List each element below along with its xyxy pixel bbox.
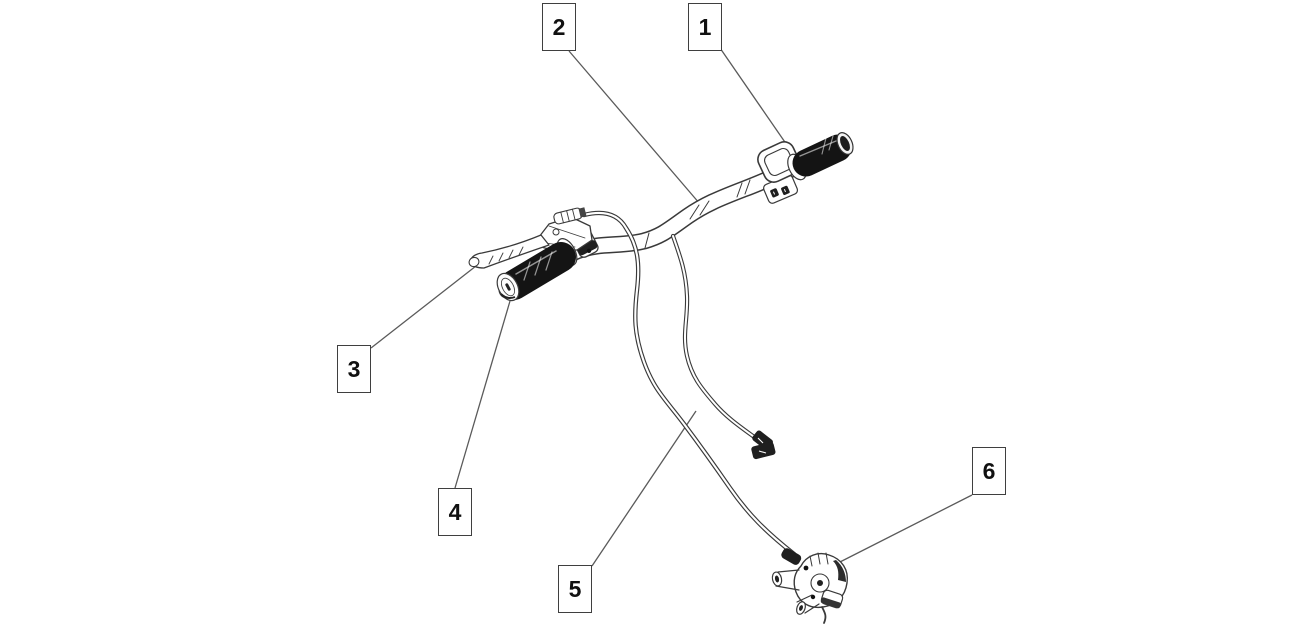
grip-end-cap-center — [840, 136, 850, 151]
callout-number: 5 — [568, 575, 582, 602]
leader-line-5 — [591, 410, 697, 567]
left-grip — [496, 238, 578, 302]
caliper-dark-band — [833, 560, 846, 582]
callout-1: 1 — [688, 3, 722, 51]
callout-number: 1 — [698, 13, 712, 40]
tube-seam — [736, 182, 743, 198]
caliper-tail-wire — [821, 606, 827, 624]
tube-seam — [699, 200, 710, 216]
caliper-lug — [820, 589, 844, 609]
lever-blade-tip — [468, 256, 480, 268]
lever-pivot-bolt — [552, 228, 560, 236]
leader-line-3 — [370, 265, 477, 349]
tube-seam — [644, 232, 650, 249]
callout-leader-lines — [370, 47, 973, 567]
callout-4: 4 — [438, 488, 472, 536]
brake-cable — [581, 210, 797, 557]
right-grip — [787, 132, 854, 181]
callout-5: 5 — [558, 565, 592, 613]
leader-line-2 — [568, 50, 701, 205]
brake-lever — [468, 207, 599, 269]
throttle-display-housing — [757, 141, 801, 204]
callout-number: 6 — [982, 457, 996, 484]
brake-caliper — [771, 548, 849, 624]
cable-ferrule — [781, 548, 802, 565]
callout-3: 3 — [337, 345, 371, 393]
callout-2: 2 — [542, 3, 576, 51]
cable-harness — [581, 210, 797, 557]
caliper-adjuster-left — [771, 569, 800, 591]
callout-number: 3 — [347, 355, 361, 382]
tube-seam — [689, 204, 700, 220]
tube-seam — [744, 179, 751, 195]
display-bezel — [757, 141, 801, 183]
leader-line-1 — [719, 47, 790, 149]
cable-connector — [751, 430, 776, 460]
lever-blade — [470, 234, 550, 269]
callout-6: 6 — [972, 447, 1006, 495]
callout-number: 4 — [448, 498, 462, 525]
leader-line-6 — [835, 494, 973, 565]
barrel-adjuster — [553, 207, 587, 225]
leader-line-4 — [454, 300, 511, 489]
callout-number: 2 — [552, 13, 566, 40]
caliper-adjuster-bottom — [796, 594, 820, 615]
